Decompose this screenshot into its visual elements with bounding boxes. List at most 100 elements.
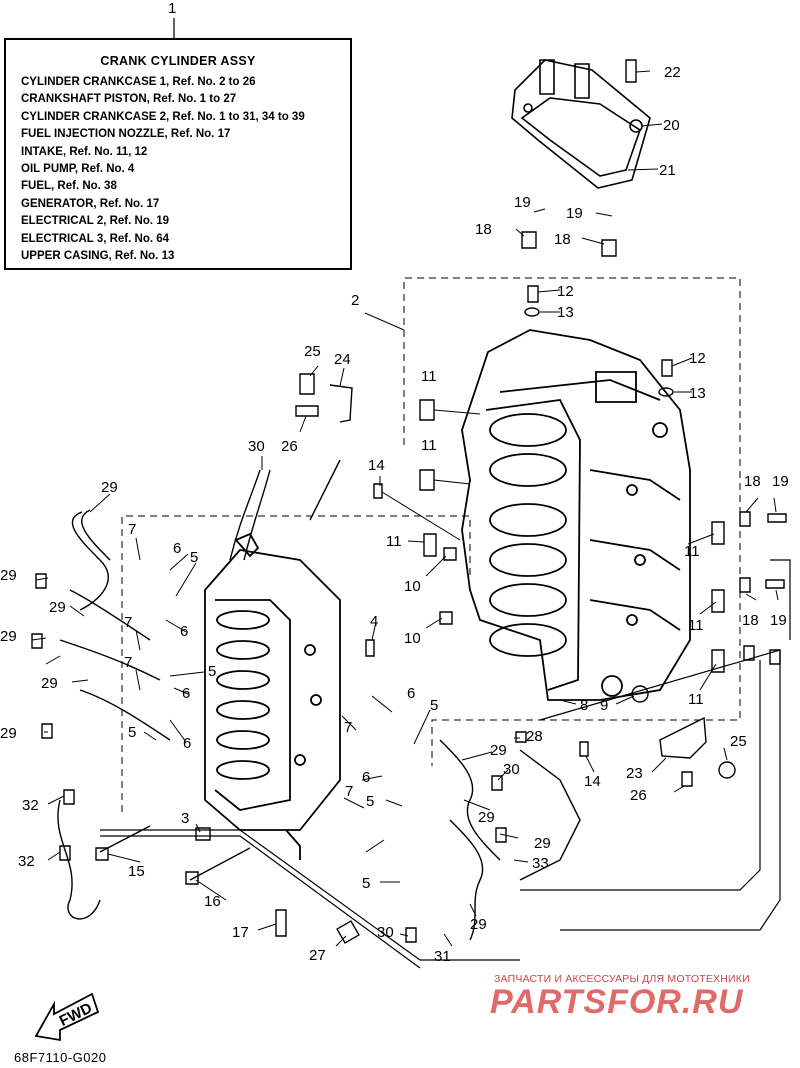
callout-10: 10: [404, 578, 421, 595]
callout-24: 24: [334, 351, 351, 368]
callout-29: 29: [470, 916, 487, 933]
assembly-ref-row: CYLINDER CRANKCASE 2, Ref. No. 1 to 31, …: [21, 110, 305, 123]
callout-29: 29: [101, 479, 118, 496]
assembly-info-box: CRANK CYLINDER ASSY CYLINDER CRANKCASE 1…: [4, 38, 352, 270]
assembly-ref-row: ELECTRICAL 2, Ref. No. 19: [21, 215, 170, 228]
callout-20: 20: [663, 117, 680, 134]
callout-18: 18: [744, 473, 761, 490]
callout-12: 12: [557, 283, 574, 300]
callout-18: 18: [554, 231, 571, 248]
callout-18: 18: [475, 221, 492, 238]
assembly-ref-row: FUEL INJECTION NOZZLE, Ref. No. 17: [21, 128, 231, 141]
callout-16: 16: [204, 893, 221, 910]
callout-8: 8: [580, 697, 588, 714]
callout-3: 3: [181, 810, 189, 827]
callout-11: 11: [421, 368, 437, 385]
callout-11: 11: [421, 437, 437, 454]
callout-5: 5: [362, 875, 370, 892]
callout-6: 6: [182, 685, 190, 702]
callout-23: 23: [626, 765, 643, 782]
assembly-ref-row: ELECTRICAL 3, Ref. No. 64: [21, 232, 170, 245]
assembly-title: CRANK CYLINDER ASSY: [100, 54, 256, 68]
callout-7: 7: [128, 521, 136, 538]
forward-arrow: FWD: [36, 994, 98, 1040]
callout-32: 32: [18, 853, 35, 870]
callout-29: 29: [0, 725, 17, 742]
hose-lines: [58, 460, 580, 940]
callout-29: 29: [534, 835, 551, 852]
callout-30: 30: [248, 438, 265, 455]
callout-7: 7: [124, 614, 132, 631]
callout-25: 25: [304, 343, 321, 360]
callout-26: 26: [630, 787, 647, 804]
callout-11: 11: [386, 533, 402, 550]
callout-13: 13: [557, 304, 574, 321]
callout-29: 29: [0, 567, 17, 584]
callout-27: 27: [309, 947, 326, 964]
callout-14: 14: [368, 457, 385, 474]
assembly-ref-list: CYLINDER CRANKCASE 1, Ref. No. 2 to 26 C…: [21, 74, 305, 265]
callout-7: 7: [344, 719, 352, 736]
callout-25: 25: [730, 733, 747, 750]
callout-30: 30: [503, 761, 520, 778]
callout-6: 6: [183, 735, 191, 752]
callout-14: 14: [584, 773, 601, 790]
callout-29: 30: [377, 924, 394, 941]
callout-19: 19: [772, 473, 789, 490]
callout-7: 7: [124, 654, 132, 671]
callout-29: 29: [41, 675, 58, 692]
callout-29: 29: [490, 742, 507, 759]
callout-5: 5: [430, 697, 438, 714]
cylinder-block-upper: [462, 330, 690, 700]
dashed-group-boundary: [122, 516, 470, 812]
callout-21: 21: [659, 162, 676, 179]
callout-22: 22: [664, 64, 681, 81]
callout-5: 5: [366, 793, 374, 810]
callout-29: 29: [478, 809, 495, 826]
callout-32: 33: [532, 855, 549, 872]
cover-plate: [512, 60, 650, 188]
watermark-tagline: ЗАПЧАСТИ И АКСЕССУАРЫ ДЛЯ МОТОТЕХНИКИ: [494, 973, 750, 985]
assembly-ref-row: FUEL, Ref. No. 38: [21, 180, 117, 193]
callout-6: 6: [362, 769, 370, 786]
callout-6: 6: [173, 540, 181, 557]
callout-5: 5: [128, 724, 136, 741]
callout-2: 2: [351, 292, 359, 309]
assembly-ref-row: INTAKE, Ref. No. 11, 12: [21, 145, 148, 158]
callout-30: 31: [434, 948, 451, 965]
callout-5: 5: [208, 663, 216, 680]
callout-labels: 2 3 4 5 5 5 5 5 5 6 6 6 6 6 6 7 7 7 7 7 …: [0, 64, 789, 965]
watermark-brand: PARTSFOR.RU: [490, 983, 744, 1021]
assembly-ref-row: GENERATOR, Ref. No. 17: [21, 197, 160, 210]
cylinder-block-lower: [205, 534, 340, 860]
callout-15: 15: [128, 863, 145, 880]
assembly-ref-row: UPPER CASING, Ref. No. 13: [21, 250, 175, 263]
assembly-ref-row: OIL PUMP, Ref. No. 4: [21, 163, 135, 176]
leader-lines: [32, 71, 778, 946]
callout-13: 13: [689, 385, 706, 402]
callout-5: 5: [190, 549, 198, 566]
callout-6: 6: [407, 685, 415, 702]
callout-6: 6: [180, 623, 188, 640]
callout-9: 9: [600, 697, 608, 714]
callout-17: 17: [232, 924, 249, 941]
callout-11: 11: [688, 617, 704, 634]
callout-29: 29: [0, 628, 17, 645]
assembly-ref-row: CRANKSHAFT PISTON, Ref. No. 1 to 27: [21, 93, 237, 106]
drawing-code: 68F7110-G020: [14, 1050, 107, 1065]
callout-19: 19: [514, 194, 531, 211]
callout-10: 10: [404, 630, 421, 647]
callout-12: 12: [689, 350, 706, 367]
callout-11: 11: [688, 691, 704, 708]
callout-29: 29: [49, 599, 66, 616]
fuel-rail: [100, 560, 790, 968]
callout-18: 18: [742, 612, 759, 629]
callout-19: 19: [770, 612, 787, 629]
callout-7: 7: [345, 783, 353, 800]
bolt-22: [626, 60, 636, 82]
assembly-ref-number: 1: [168, 0, 177, 17]
callout-28: 28: [526, 728, 543, 745]
assembly-ref-row: CYLINDER CRANKCASE 1, Ref. No. 2 to 26: [21, 76, 256, 88]
